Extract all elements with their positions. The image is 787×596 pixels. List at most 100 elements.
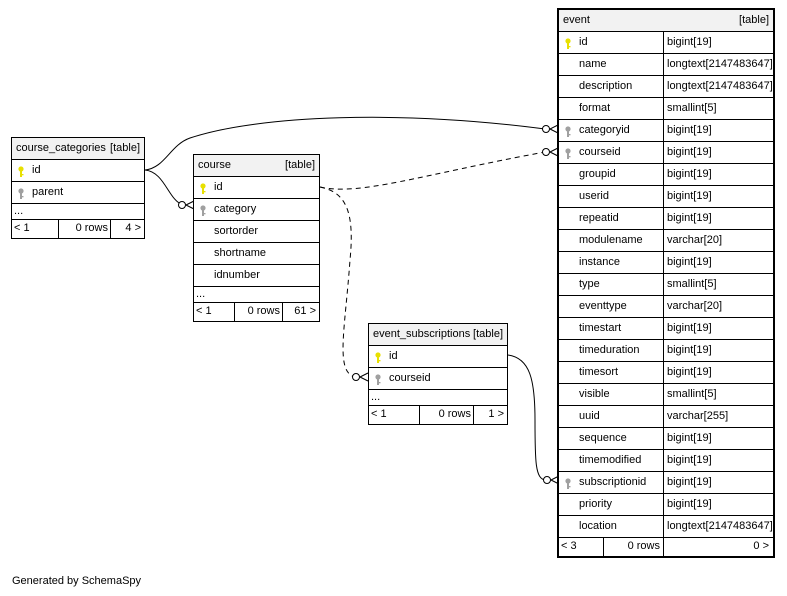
column-type: longtext[2147483647] xyxy=(663,76,773,98)
table-course_categories[interactable]: course_categories [table] id parent ... … xyxy=(11,137,145,239)
more-columns: ... xyxy=(12,204,144,220)
children-count[interactable]: 0 > xyxy=(663,538,773,556)
column-row[interactable]: categoryid bigint[19] xyxy=(559,120,773,142)
column-type: bigint[19] xyxy=(663,120,712,142)
column-row[interactable]: category xyxy=(194,199,319,221)
parents-count[interactable]: < 1 xyxy=(14,222,30,234)
column-name: modulename xyxy=(579,234,643,246)
column-row[interactable]: id xyxy=(369,346,507,368)
table-tag: [table] xyxy=(110,142,140,154)
column-name: categoryid xyxy=(579,124,630,136)
primary-key-icon xyxy=(374,351,382,363)
link-course_categories-event xyxy=(144,116,546,171)
column-name: timesort xyxy=(579,366,619,378)
children-count[interactable]: 1 > xyxy=(473,406,507,424)
column-name: type xyxy=(579,278,600,290)
children-count[interactable]: 61 > xyxy=(282,303,319,321)
column-row[interactable]: sequence bigint[19] xyxy=(559,428,773,450)
rows-count: 0 rows xyxy=(58,220,110,238)
table-header: course [table] xyxy=(194,155,319,177)
column-row[interactable]: courseid xyxy=(369,368,507,390)
column-type: bigint[19] xyxy=(663,164,712,186)
foreign-key-icon xyxy=(374,373,382,385)
link-end-circle xyxy=(543,476,551,484)
primary-key-icon xyxy=(17,165,25,177)
column-name: id xyxy=(579,36,588,48)
column-type: bigint[19] xyxy=(663,472,712,494)
column-name: timeduration xyxy=(579,344,640,356)
column-name: userid xyxy=(579,190,609,202)
more-columns: ... xyxy=(369,390,507,406)
column-name: timemodified xyxy=(579,454,642,466)
column-type: bigint[19] xyxy=(663,208,712,230)
parents-count[interactable]: < 1 xyxy=(371,408,387,420)
table-name: course xyxy=(198,159,232,171)
column-name: uuid xyxy=(579,410,600,422)
column-name: groupid xyxy=(579,168,616,180)
link-end-circle xyxy=(352,373,360,381)
column-row[interactable]: timeduration bigint[19] xyxy=(559,340,773,362)
column-type: bigint[19] xyxy=(663,428,712,450)
column-type: varchar[20] xyxy=(663,230,722,252)
table-tag: [table] xyxy=(739,14,769,26)
column-name: idnumber xyxy=(214,269,260,281)
column-row[interactable]: uuid varchar[255] xyxy=(559,406,773,428)
rows-count: 0 rows xyxy=(419,406,473,424)
column-row[interactable]: idnumber xyxy=(194,265,319,287)
table-footer: < 3 0 rows 0 > xyxy=(559,538,773,556)
column-name: sequence xyxy=(579,432,627,444)
column-name: shortname xyxy=(214,247,266,259)
table-name: event_subscriptions xyxy=(373,328,471,340)
crow-foot xyxy=(359,372,369,382)
parents-count[interactable]: < 1 xyxy=(196,305,212,317)
table-header: event_subscriptions [table] xyxy=(369,324,507,346)
column-name: subscriptionid xyxy=(579,476,647,488)
table-course[interactable]: course [table] id category sortorder sho… xyxy=(193,154,320,322)
column-row[interactable]: subscriptionid bigint[19] xyxy=(559,472,773,494)
table-event_subscriptions[interactable]: event_subscriptions [table] id courseid … xyxy=(368,323,508,425)
crow-foot xyxy=(549,124,559,134)
column-row[interactable]: groupid bigint[19] xyxy=(559,164,773,186)
table-name: event xyxy=(563,14,590,26)
parents-count[interactable]: < 3 xyxy=(561,540,577,552)
foreign-key-icon xyxy=(564,147,572,159)
column-name: location xyxy=(579,520,617,532)
rows-count: 0 rows xyxy=(603,538,663,556)
column-name: timestart xyxy=(579,322,622,334)
primary-key-icon xyxy=(199,182,207,194)
column-name: category xyxy=(214,203,257,215)
column-row[interactable]: parent xyxy=(12,182,144,204)
table-header: event [table] xyxy=(559,10,773,32)
column-type: varchar[255] xyxy=(663,406,728,428)
column-name: eventtype xyxy=(579,300,627,312)
column-row[interactable]: shortname xyxy=(194,243,319,265)
column-type: bigint[19] xyxy=(663,340,712,362)
column-row[interactable]: modulename varchar[20] xyxy=(559,230,773,252)
column-name: priority xyxy=(579,498,613,510)
column-row[interactable]: id xyxy=(12,160,144,182)
link-end-circle xyxy=(542,148,550,156)
column-row[interactable]: id xyxy=(194,177,319,199)
children-count[interactable]: 4 > xyxy=(110,220,144,238)
column-name: id xyxy=(389,350,398,362)
link-end-circle xyxy=(542,125,550,133)
column-row[interactable]: sortorder xyxy=(194,221,319,243)
